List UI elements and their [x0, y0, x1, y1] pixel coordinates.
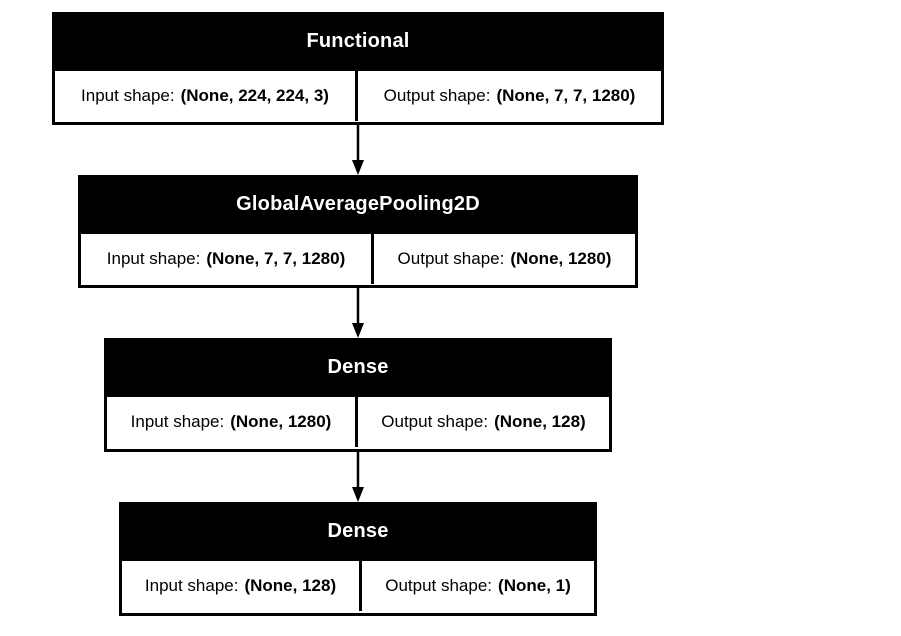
output-shape-label: Output shape: — [385, 576, 493, 595]
output-shape-value: (None, 128) — [494, 412, 586, 431]
output-shape-value: (None, 7, 7, 1280) — [496, 86, 636, 105]
layer-title: Dense — [107, 341, 609, 394]
output-shape-label: Output shape: — [381, 412, 489, 431]
input-shape-label: Input shape: — [144, 576, 239, 595]
input-shape-cell: Input shape: (None, 7, 7, 1280) — [81, 234, 374, 284]
layer-box-functional: Functional Input shape: (None, 224, 224,… — [52, 12, 664, 125]
input-shape-cell: Input shape: (None, 1280) — [107, 397, 358, 447]
shape-row: Input shape: (None, 128) Output shape: (… — [122, 558, 594, 611]
output-shape-value: (None, 1) — [498, 576, 571, 595]
layer-box-global-average-pooling: GlobalAveragePooling2D Input shape: (Non… — [78, 175, 638, 288]
shape-row: Input shape: (None, 1280) Output shape: … — [107, 394, 609, 447]
output-shape-label: Output shape: — [383, 86, 491, 105]
input-shape-label: Input shape: — [106, 249, 201, 268]
input-shape-cell: Input shape: (None, 128) — [122, 561, 362, 611]
layer-title: Dense — [122, 505, 594, 558]
layer-title: Functional — [55, 15, 661, 68]
connector-arrow-3 — [352, 452, 364, 502]
connector-arrow-1 — [352, 125, 364, 175]
layer-title: GlobalAveragePooling2D — [81, 178, 635, 231]
output-shape-label: Output shape: — [397, 249, 505, 268]
output-shape-cell: Output shape: (None, 7, 7, 1280) — [358, 71, 661, 121]
input-shape-value: (None, 224, 224, 3) — [180, 86, 329, 105]
layer-box-dense-2: Dense Input shape: (None, 128) Output sh… — [119, 502, 597, 616]
input-shape-value: (None, 1280) — [230, 412, 332, 431]
output-shape-cell: Output shape: (None, 128) — [358, 397, 609, 447]
output-shape-cell: Output shape: (None, 1) — [362, 561, 594, 611]
input-shape-value: (None, 128) — [244, 576, 337, 595]
input-shape-label: Input shape: — [130, 412, 225, 431]
layer-box-dense-1: Dense Input shape: (None, 1280) Output s… — [104, 338, 612, 452]
shape-row: Input shape: (None, 224, 224, 3) Output … — [55, 68, 661, 121]
input-shape-value: (None, 7, 7, 1280) — [206, 249, 346, 268]
shape-row: Input shape: (None, 7, 7, 1280) Output s… — [81, 231, 635, 284]
input-shape-label: Input shape: — [81, 86, 175, 105]
output-shape-value: (None, 1280) — [510, 249, 612, 268]
output-shape-cell: Output shape: (None, 1280) — [374, 234, 635, 284]
input-shape-cell: Input shape: (None, 224, 224, 3) — [55, 71, 358, 121]
connector-arrow-2 — [352, 288, 364, 338]
